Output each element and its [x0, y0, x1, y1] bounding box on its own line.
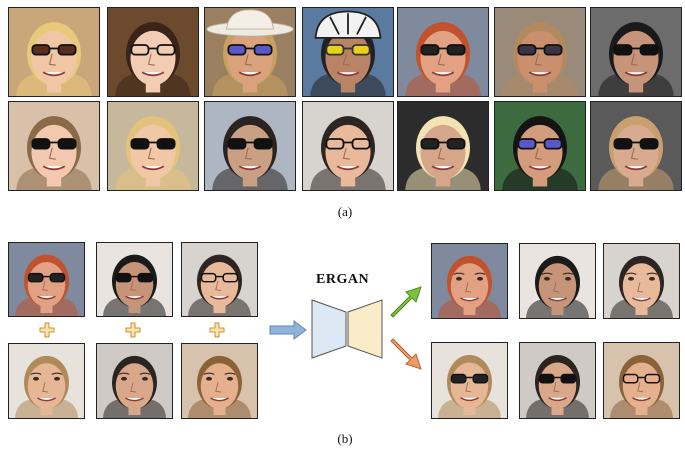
input-arrow-icon [269, 320, 307, 340]
input-face-without-glasses [181, 343, 258, 419]
glasses-icon [325, 138, 371, 150]
celeb-face-image [8, 7, 100, 97]
addition-output-arrow-icon [390, 338, 422, 370]
glasses-icon [325, 44, 371, 56]
output-face-glasses-added [431, 342, 508, 419]
eyes-icon [541, 272, 574, 281]
eyes-icon [30, 372, 63, 381]
plus-icon [39, 322, 55, 338]
eyes-icon [625, 272, 658, 281]
eyes-icon [453, 272, 486, 281]
celeb-face-image [8, 101, 100, 191]
glasses-icon [450, 373, 489, 384]
input-face-with-glasses [181, 242, 258, 317]
glasses-icon [538, 373, 577, 384]
glasses-icon [130, 138, 176, 150]
glasses-icon [27, 272, 66, 283]
glasses-icon [227, 44, 273, 56]
output-face-glasses-removed [519, 243, 596, 319]
celeb-face-image [590, 101, 682, 191]
glasses-icon [517, 138, 563, 150]
celeb-face-image [494, 7, 586, 97]
glasses-icon [31, 44, 77, 56]
celeb-face-image [107, 101, 199, 191]
glasses-icon [130, 44, 176, 56]
glasses-icon [420, 44, 466, 56]
celeb-face-image [302, 7, 394, 97]
glasses-icon [227, 138, 273, 150]
plus-icon [209, 322, 225, 338]
input-face-without-glasses [8, 343, 85, 419]
celeb-face-image [494, 101, 586, 191]
plus-icon [125, 322, 141, 338]
ergan-network-diagram [311, 299, 383, 359]
encoder-block [311, 299, 347, 359]
caption-b: (b) [337, 431, 353, 446]
glasses-icon [200, 272, 239, 283]
celeb-face-image [397, 101, 489, 191]
eyes-icon [203, 372, 236, 381]
celeb-face-image [302, 101, 394, 191]
input-face-with-glasses [96, 242, 173, 317]
glasses-icon [517, 44, 563, 56]
celeb-face-image [107, 7, 199, 97]
glasses-icon [622, 373, 661, 384]
output-face-glasses-removed [603, 243, 680, 319]
glasses-icon [613, 138, 659, 150]
celeb-face-image [590, 7, 682, 97]
input-face-without-glasses [96, 343, 173, 419]
glasses-icon [420, 138, 466, 150]
output-face-glasses-added [519, 342, 596, 419]
glasses-icon [31, 138, 77, 150]
glasses-icon [115, 272, 154, 283]
output-face-glasses-removed [431, 243, 508, 319]
removal-output-arrow-icon [390, 286, 422, 318]
eyes-icon [118, 372, 151, 381]
model-label: ERGAN [316, 272, 370, 287]
celeb-face-image [204, 7, 296, 97]
celeb-face-image [204, 101, 296, 191]
output-face-glasses-added [603, 342, 680, 419]
input-face-with-glasses [8, 242, 85, 317]
decoder-block [347, 299, 383, 359]
celeb-face-image [397, 7, 489, 97]
caption-a: (a) [337, 204, 353, 219]
glasses-icon [613, 44, 659, 56]
